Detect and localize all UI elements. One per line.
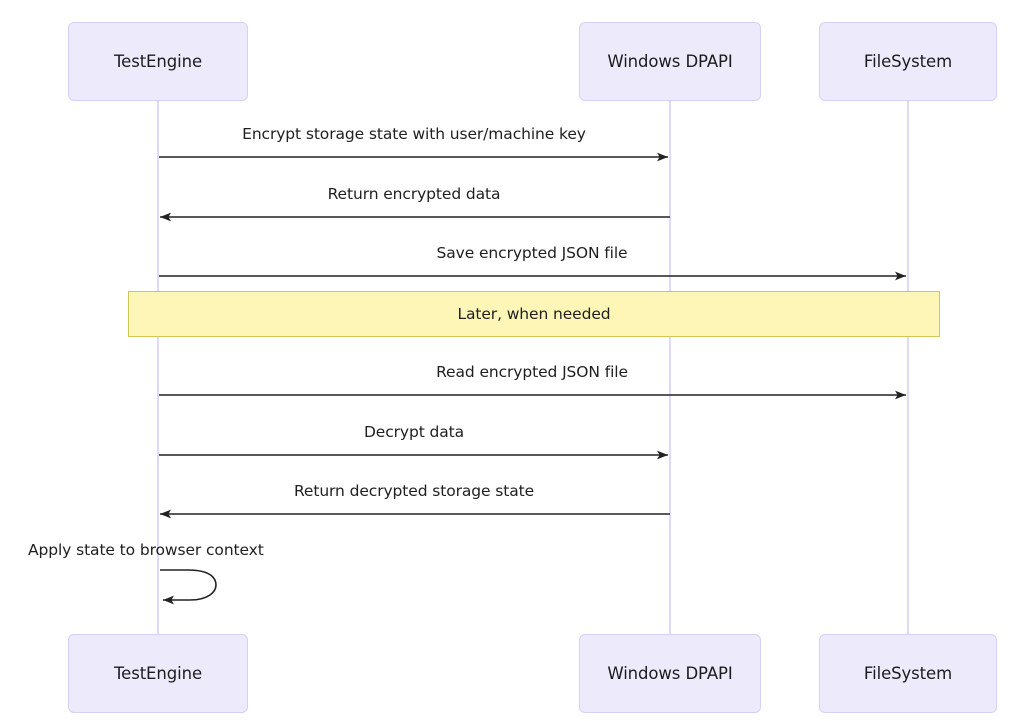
- participant-bottom-dpapi[interactable]: Windows DPAPI: [579, 634, 761, 713]
- message-label-m6: Return decrypted storage state: [293, 482, 535, 500]
- message-label-m1: Encrypt storage state with user/machine …: [242, 125, 586, 143]
- self-message-label-m7: Apply state to browser context: [28, 541, 264, 559]
- participant-label-dpapi-bottom: Windows DPAPI: [607, 664, 733, 683]
- participant-label-filesystem: FileSystem: [863, 52, 953, 71]
- participant-label-dpapi: Windows DPAPI: [607, 52, 733, 71]
- message-label-m3: Save encrypted JSON file: [436, 244, 628, 262]
- participant-bottom-testengine[interactable]: TestEngine: [68, 634, 248, 713]
- participant-label-testengine: TestEngine: [113, 52, 203, 71]
- message-label-m4: Read encrypted JSON file: [436, 363, 628, 381]
- lifeline-filesystem: [907, 101, 909, 634]
- note-later-when-needed: Later, when needed: [128, 291, 940, 337]
- participant-top-testengine[interactable]: TestEngine: [68, 22, 248, 101]
- participant-label-testengine-bottom: TestEngine: [113, 664, 203, 683]
- participant-top-dpapi[interactable]: Windows DPAPI: [579, 22, 761, 101]
- self-message-loop-m7: [160, 569, 217, 605]
- message-label-m5: Decrypt data: [363, 423, 465, 441]
- participant-top-filesystem[interactable]: FileSystem: [819, 22, 997, 101]
- participant-label-filesystem-bottom: FileSystem: [863, 664, 953, 683]
- note-label: Later, when needed: [457, 305, 611, 323]
- participant-bottom-filesystem[interactable]: FileSystem: [819, 634, 997, 713]
- message-label-m2: Return encrypted data: [327, 185, 501, 203]
- lifeline-dpapi: [669, 101, 671, 634]
- lifeline-testengine: [157, 101, 159, 634]
